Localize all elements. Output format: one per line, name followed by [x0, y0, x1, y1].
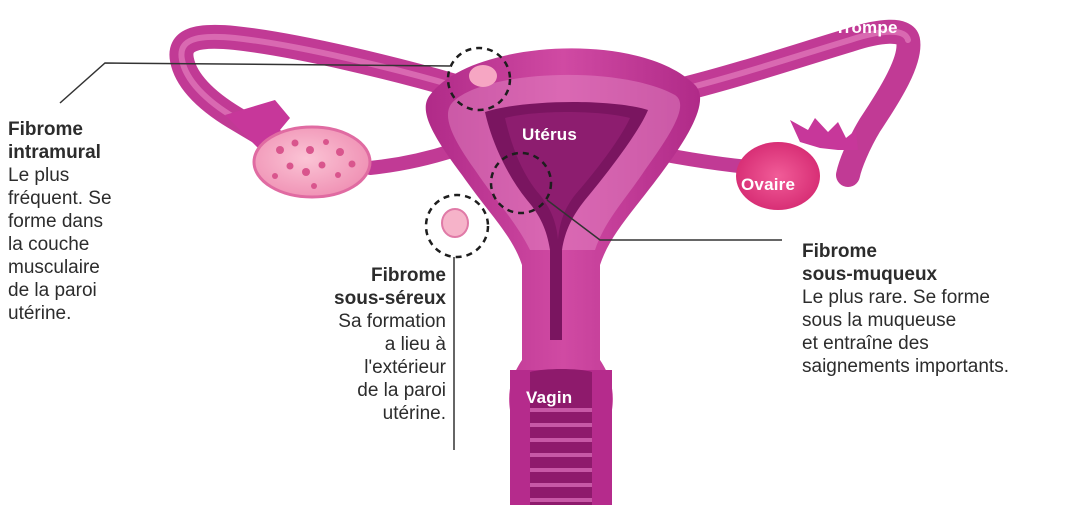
sous-muqueux-desc-line: saignements importants. [802, 355, 1072, 378]
uterus-label: Utérus [522, 125, 577, 145]
vaginal-rugae [530, 410, 592, 500]
intramural-title-line2: intramural [8, 141, 178, 164]
sous-muqueux-desc-line: et entraîne des [802, 332, 1072, 355]
sous-sereux-desc-line: de la paroi [240, 379, 446, 402]
sous-muqueux-title-line2: sous-muqueux [802, 263, 1072, 286]
intramural-callout: Fibrome intramural Le plus fréquent. Se … [8, 118, 178, 325]
intramural-desc-line: la couche [8, 233, 178, 256]
sous-sereux-callout: Fibrome sous-séreux Sa formation a lieu … [240, 264, 446, 425]
sous-muqueux-desc-line: sous la muqueuse [802, 309, 1072, 332]
intramural-desc-line: de la paroi [8, 279, 178, 302]
intramural-desc-line: utérine. [8, 302, 178, 325]
intramural-title-line1: Fibrome [8, 118, 178, 141]
sous-muqueux-desc-line: Le plus rare. Se forme [802, 286, 1072, 309]
subserosal-fibroid [442, 209, 468, 237]
ovaire-label: Ovaire [741, 175, 795, 195]
sous-sereux-desc-line: Sa formation [240, 310, 446, 333]
sous-muqueux-callout: Fibrome sous-muqueux Le plus rare. Se fo… [802, 240, 1072, 378]
intramural-desc-line: Le plus [8, 164, 178, 187]
sous-sereux-desc-line: l'extérieur [240, 356, 446, 379]
right-fimbriae [790, 118, 858, 150]
intramural-fibroid [469, 65, 497, 87]
sous-sereux-desc-line: a lieu à [240, 333, 446, 356]
intramural-desc-line: musculaire [8, 256, 178, 279]
sous-sereux-title-line2: sous-séreux [240, 287, 446, 310]
trompe-label: Trompe [835, 18, 898, 38]
sous-sereux-desc-line: utérine. [240, 402, 446, 425]
sous-muqueux-title-line1: Fibrome [802, 240, 1072, 263]
vagin-label: Vagin [526, 388, 572, 408]
intramural-desc-line: forme dans [8, 210, 178, 233]
sous-sereux-title-line1: Fibrome [240, 264, 446, 287]
intramural-desc-line: fréquent. Se [8, 187, 178, 210]
